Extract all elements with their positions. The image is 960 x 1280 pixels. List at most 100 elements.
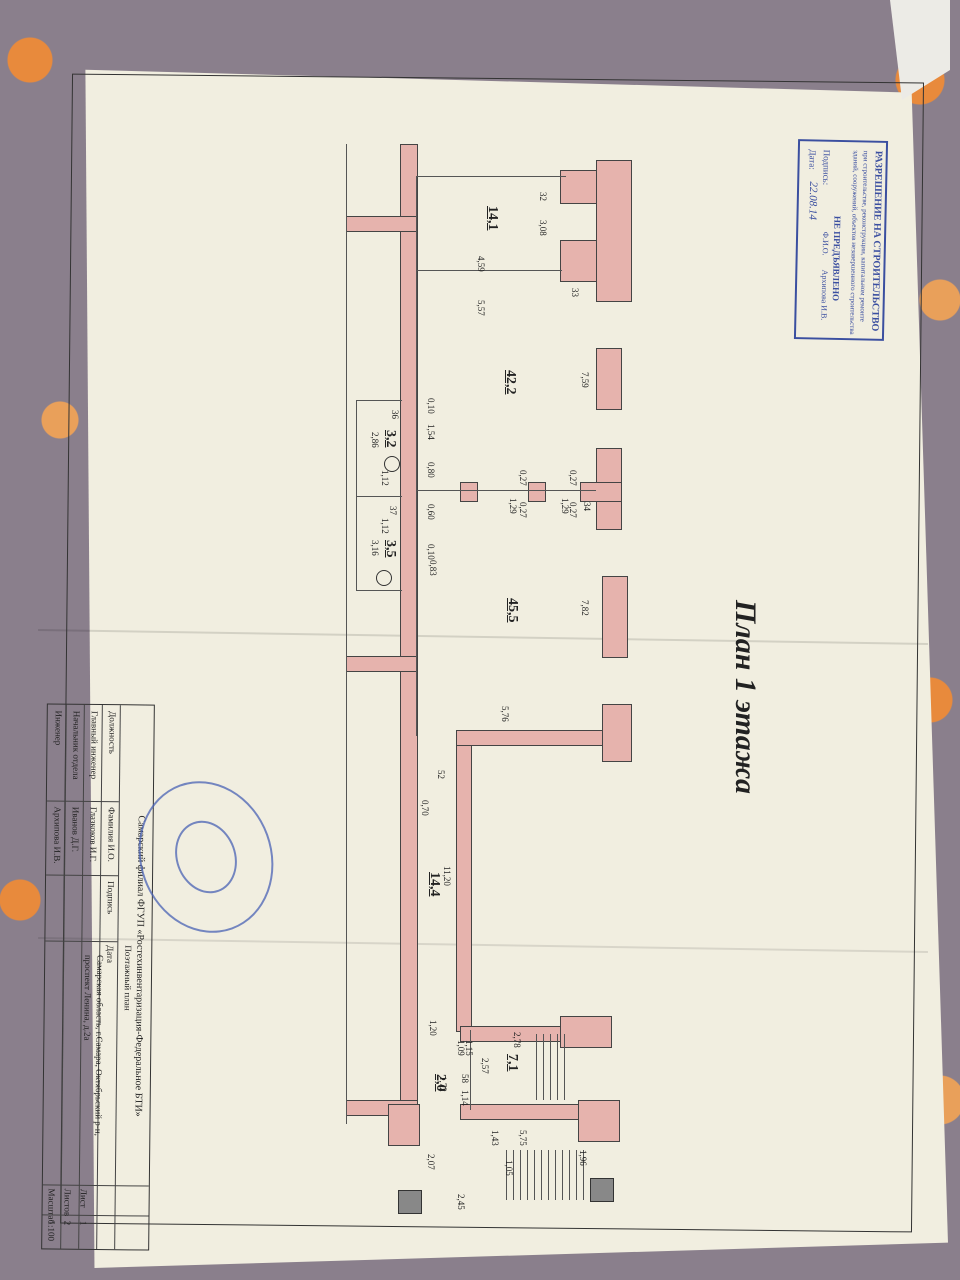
permit-fio: Архипова И.В. <box>819 269 830 321</box>
permit-signature-label: Подпись: <box>821 149 832 186</box>
permit-stamp: РАЗРЕШЕНИЕ НА СТРОИТЕЛЬСТВО при строител… <box>793 139 889 341</box>
dimension: 2,07 <box>426 1154 436 1170</box>
partition <box>416 176 566 177</box>
dimension: 1,72 <box>438 1076 448 1092</box>
partition <box>356 590 402 591</box>
permit-date: 22.08.14 <box>806 181 820 221</box>
dimension: 1,96 <box>578 1150 588 1166</box>
permit-date-label: Дата: <box>807 149 818 170</box>
wall-mid <box>346 656 418 672</box>
room-area: 3,2 <box>383 430 398 448</box>
address-line1: Самарская область, г.Самара, Октябрьский… <box>93 954 106 1136</box>
dimension: 1,05 <box>504 1160 514 1176</box>
dimension: 0,60 <box>426 504 436 520</box>
row-name: Архипова И.В. <box>52 806 63 864</box>
paper-sheet <box>85 69 948 1268</box>
dimension: 5,57 <box>476 300 486 316</box>
scale-value: 1:100 <box>46 1220 57 1242</box>
row-position: Главный инженер <box>89 710 100 780</box>
sheet-value: 1 <box>78 1220 89 1226</box>
partition <box>416 490 596 491</box>
dimension: 7,59 <box>580 372 590 388</box>
staircase <box>500 1150 590 1200</box>
row-position: Инженер <box>53 710 64 746</box>
sheet-label: Лист <box>78 1188 89 1208</box>
pier <box>602 576 628 658</box>
permit-line1: при строительстве, реконструкции, капита… <box>858 150 870 322</box>
dimension: 0,10 <box>426 398 436 414</box>
dimension: 0,10 <box>426 544 436 560</box>
dimension: 1,29 <box>508 498 518 514</box>
dimension: 1,54 <box>426 424 436 440</box>
partition <box>356 400 402 401</box>
address-line2: проспект Ленина, д.2а <box>82 954 94 1041</box>
room-area: 7,1 <box>505 1054 520 1072</box>
dimension: 2,45 <box>456 1194 466 1210</box>
room-area: 14,1 <box>485 206 500 231</box>
permit-status: НЕ ПРЕДЪЯВЛЕНО <box>830 215 843 302</box>
dimension: 0,27 <box>518 502 528 518</box>
dimension: 11,20 <box>442 866 452 886</box>
dimension: 0,80 <box>426 462 436 478</box>
wall-stair <box>388 1104 420 1146</box>
dimension: 2,57 <box>480 1058 490 1074</box>
dimension: 32 <box>538 192 548 201</box>
scale-label: Масштаб <box>46 1188 57 1225</box>
row-name: Глазкоков И.Г. <box>88 806 99 863</box>
dimension: 7,82 <box>580 600 590 616</box>
dimension: 1,09 <box>456 1040 466 1056</box>
col-date: Дата <box>105 945 116 964</box>
dimension: 0,27 <box>568 502 578 518</box>
dimension: 3,16 <box>370 540 380 556</box>
col-signature: Подпись <box>105 881 117 915</box>
row-name: Иванов Д.Г. <box>70 806 81 853</box>
dimension: 33 <box>570 288 580 297</box>
toilet-icon <box>384 456 400 472</box>
partition <box>416 270 562 271</box>
partition <box>416 176 417 736</box>
col-name: Фамилия И.О. <box>106 807 117 863</box>
partition <box>356 496 402 497</box>
dimension: 52 <box>436 770 446 779</box>
pier <box>596 160 632 302</box>
staircase <box>530 1034 570 1100</box>
partition <box>470 1030 471 1110</box>
partition <box>356 400 357 590</box>
dimension: 58 <box>460 1074 470 1083</box>
row-position: Начальник отдела <box>71 710 82 780</box>
dimension: 3,08 <box>538 220 548 236</box>
dimension: 0,27 <box>568 470 578 486</box>
room-area: 3,5 <box>383 540 398 558</box>
dimension: 1,14 <box>460 1090 470 1106</box>
room-area: 45,5 <box>505 598 520 623</box>
dimension: 1,12 <box>380 470 390 486</box>
column <box>460 482 478 502</box>
pier <box>580 482 622 502</box>
dimension: 5,76 <box>500 706 510 722</box>
dimension: 34 <box>582 502 592 511</box>
dimension: 0,83 <box>428 560 438 576</box>
sheets-label: Листов <box>62 1188 73 1217</box>
pier <box>560 240 602 282</box>
title-block: Должность Фамилия И.О. Подпись Дата Глав… <box>41 703 155 1251</box>
dimension: 5,75 <box>518 1130 528 1146</box>
dimension: 4,59 <box>476 256 486 272</box>
column-dark <box>398 1190 422 1214</box>
inner-wall-right <box>456 730 472 1032</box>
permit-fio-label: Ф.И.О. <box>820 231 831 256</box>
dimension: 2,86 <box>370 432 380 448</box>
pier <box>596 348 622 410</box>
dimension: 36 <box>390 410 400 419</box>
dimension: 1,20 <box>428 1020 438 1036</box>
wall-top <box>346 216 418 232</box>
permit-heading: РАЗРЕШЕНИЕ НА СТРОИТЕЛЬСТВО <box>869 150 884 332</box>
room-area: 14,4 <box>427 872 442 897</box>
partition <box>346 144 347 1124</box>
room-area: 42,2 <box>503 370 518 395</box>
plan-title: План 1 этажа <box>729 600 762 794</box>
col-position: Должность <box>107 711 118 755</box>
doc-type: Поэтажный план <box>122 945 134 1011</box>
dimension: 0,70 <box>420 800 430 816</box>
wall-stair <box>578 1100 620 1142</box>
dimension: 37 <box>388 506 398 515</box>
